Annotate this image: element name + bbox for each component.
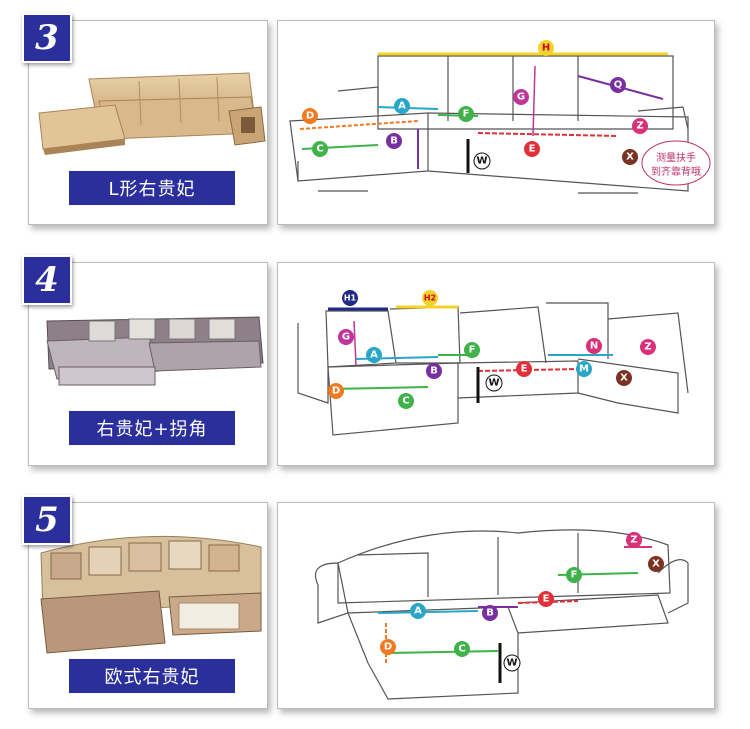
section-3-armrest-note-bubble	[641, 140, 711, 186]
svg-text:N: N	[590, 341, 598, 352]
svg-text:F: F	[469, 345, 476, 356]
section-5-number-badge: 5	[22, 495, 72, 545]
section-3-sofa-photo	[38, 72, 266, 155]
section-3-number-badge: 3	[22, 13, 72, 63]
svg-text:X: X	[652, 559, 660, 570]
section-5-diagram-card: Z X F A B E D C W	[277, 502, 715, 709]
svg-text:Z: Z	[636, 121, 643, 132]
section-5-sofa-photo	[40, 535, 262, 654]
svg-text:C: C	[316, 144, 323, 155]
svg-text:B: B	[430, 366, 438, 377]
section-3-dimension-tags: H Q G D A F B Z C E W X	[302, 40, 648, 170]
svg-text:X: X	[620, 373, 628, 384]
svg-text:H1: H1	[344, 294, 357, 303]
svg-text:F: F	[571, 570, 578, 581]
svg-text:Q: Q	[614, 80, 623, 91]
svg-text:D: D	[332, 386, 340, 397]
svg-text:W: W	[476, 156, 487, 167]
svg-text:A: A	[398, 101, 406, 112]
svg-text:W: W	[506, 658, 517, 669]
section-3-diagram-card: H Q G D A F B Z C E W X 测量扶手 到齐靠背哦	[277, 20, 715, 225]
section-4-diagram-card: H1 H2 G A F N Z B E M W X D C	[277, 262, 715, 466]
svg-text:Z: Z	[644, 342, 651, 353]
section-3-note-line-2: 到齐靠背哦	[651, 165, 701, 178]
svg-text:G: G	[342, 332, 350, 343]
section-4-measure-diagram: H1 H2 G A F N Z B E M W X D C	[297, 290, 689, 436]
section-5-photo-card: 欧式右贵妃	[28, 502, 268, 709]
section-4-number-badge: 4	[22, 255, 72, 305]
svg-text:E: E	[529, 144, 536, 155]
svg-text:E: E	[521, 364, 528, 375]
svg-text:A: A	[414, 606, 422, 617]
section-3-type-label: L形右贵妃	[69, 171, 235, 205]
section-5-type-label: 欧式右贵妃	[69, 659, 235, 693]
svg-text:B: B	[390, 136, 398, 147]
svg-text:G: G	[517, 92, 525, 103]
section-4-sofa-photo	[46, 316, 264, 386]
svg-text:H: H	[542, 43, 550, 54]
svg-text:X: X	[626, 152, 634, 163]
svg-text:F: F	[463, 109, 470, 120]
section-3-photo-card: L形右贵妃	[28, 20, 268, 225]
section-5-measure-diagram: Z X F A B E D C W	[314, 529, 689, 700]
section-4-dimension-tags: H1 H2 G A F N Z B E M W X D C	[328, 290, 656, 409]
svg-text:A: A	[370, 350, 378, 361]
svg-text:C: C	[458, 644, 465, 655]
section-4-type-label: 右贵妃+拐角	[69, 411, 235, 445]
svg-text:C: C	[402, 396, 409, 407]
svg-text:H2: H2	[424, 294, 436, 303]
section-3-note-line-1: 测量扶手	[656, 151, 696, 164]
svg-text:W: W	[488, 378, 499, 389]
svg-text:D: D	[384, 642, 392, 653]
svg-text:Z: Z	[630, 535, 637, 546]
svg-text:D: D	[306, 111, 314, 122]
section-3-measure-diagram: H Q G D A F B Z C E W X 测量扶手 到齐靠背哦	[289, 40, 711, 194]
svg-text:E: E	[543, 594, 550, 605]
section-5-dimension-tags: Z X F A B E D C W	[380, 532, 664, 672]
svg-text:M: M	[579, 364, 589, 375]
svg-text:B: B	[486, 608, 494, 619]
